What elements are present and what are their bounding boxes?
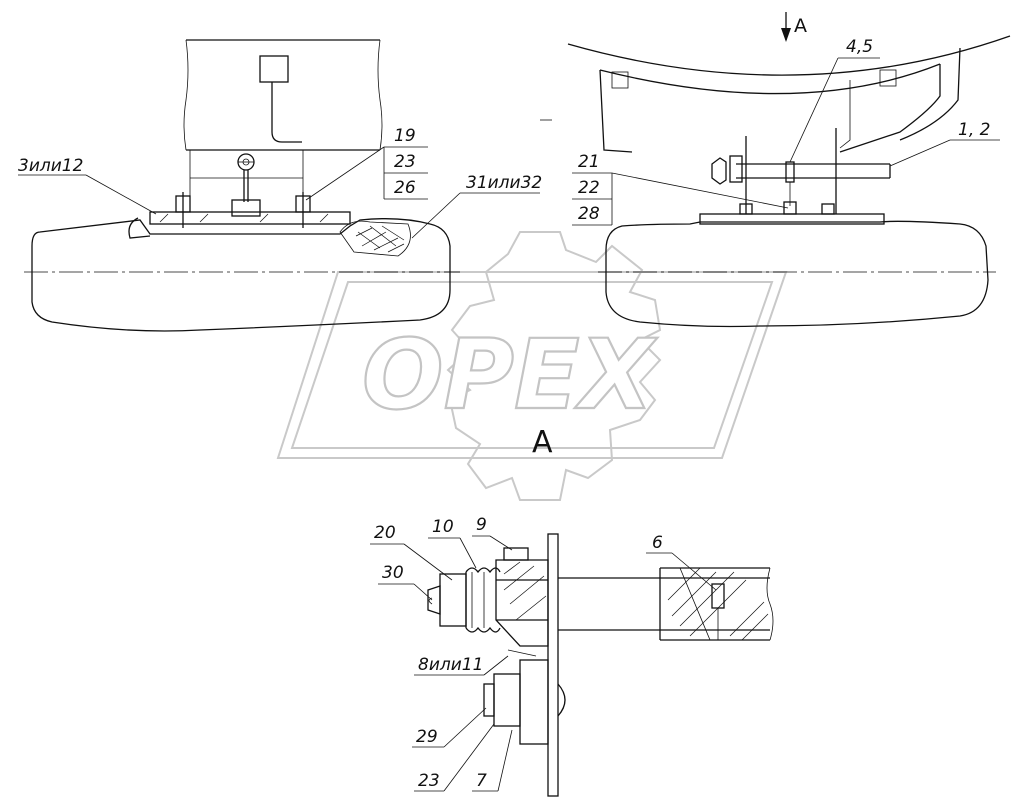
callout-23: 23 — [394, 152, 416, 172]
callout-8-or-11: 8или11 — [418, 655, 483, 675]
callout-20: 20 — [374, 523, 396, 543]
callout-6: 6 — [652, 533, 663, 553]
callout-31-or-32: 31или32 — [466, 173, 542, 193]
callout-21: 21 — [578, 152, 600, 172]
callout-26: 26 — [394, 178, 416, 198]
left-view: 3или12 19 23 26 31или32 — [18, 39, 542, 332]
callout-19: 19 — [394, 126, 416, 146]
callout-23-detail: 23 — [418, 771, 440, 791]
watermark-frame-inner — [290, 281, 774, 449]
callout-30: 30 — [382, 563, 404, 583]
watermark-gear-icon — [446, 231, 662, 501]
callout-1-2: 1, 2 — [958, 120, 990, 140]
callout-9: 9 — [476, 515, 487, 535]
callout-22: 22 — [578, 178, 600, 198]
view-arrow-label: A — [794, 15, 807, 37]
callout-28: 28 — [578, 204, 600, 224]
callout-4-5: 4,5 — [846, 37, 873, 57]
seat-cushion-right — [605, 220, 989, 328]
watermark-text: OPEX — [362, 319, 658, 431]
callout-29: 29 — [416, 727, 438, 747]
seat-cushion-left — [31, 218, 451, 332]
section-label: A — [532, 425, 553, 460]
right-view: A 4,5 1, 2 21 22 28 — [540, 12, 1011, 328]
watermark-logo: OPEX — [276, 231, 788, 501]
callout-3-or-12: 3или12 — [18, 156, 83, 176]
callout-7: 7 — [476, 771, 487, 791]
detail-view-a: 20 10 9 6 30 8или11 29 23 7 — [370, 515, 774, 797]
callout-10: 10 — [432, 517, 454, 537]
